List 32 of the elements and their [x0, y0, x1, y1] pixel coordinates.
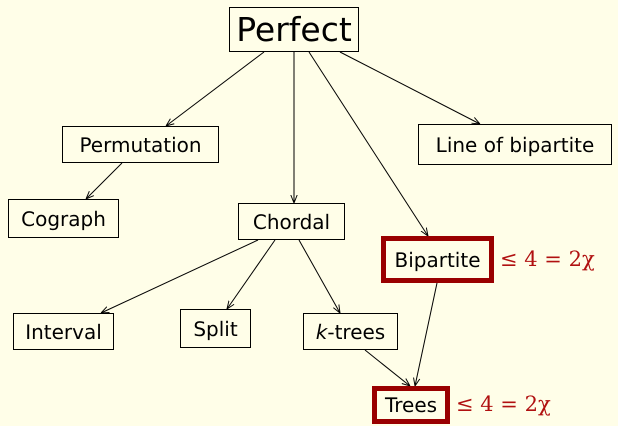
node-label: Split — [193, 318, 238, 338]
arrow — [308, 52, 428, 236]
node-label: Line of bipartite — [436, 134, 594, 154]
node-label: Trees — [384, 395, 438, 415]
class-box — [13, 313, 114, 350]
arrow — [166, 52, 264, 126]
node-label: Chordal — [252, 212, 330, 232]
node-label: Perfect — [236, 13, 352, 46]
class-box — [229, 7, 359, 52]
node-label: Permutation — [79, 134, 202, 154]
class-box — [418, 124, 612, 165]
arrow — [298, 240, 340, 314]
class-box — [238, 203, 345, 240]
arrow — [226, 240, 276, 310]
bound-annotation: ≤ 4 = 2χ — [500, 248, 595, 270]
bound-annotation: ≤ 4 = 2χ — [456, 394, 551, 415]
class-box — [8, 199, 119, 238]
arrow — [413, 282, 438, 386]
node-label: Interval — [25, 322, 102, 342]
node-label: k-trees — [316, 322, 386, 342]
arrow — [364, 350, 410, 386]
node-label: Bipartite — [394, 250, 480, 270]
class-box — [303, 313, 398, 350]
class-box — [180, 309, 251, 348]
class-box — [372, 386, 450, 424]
node-label: Cograph — [21, 208, 106, 228]
arrow — [100, 240, 258, 314]
class-box — [62, 126, 219, 163]
arrow — [290, 52, 298, 204]
class-box — [381, 236, 494, 283]
arrow — [86, 162, 122, 200]
arrow — [340, 52, 480, 124]
